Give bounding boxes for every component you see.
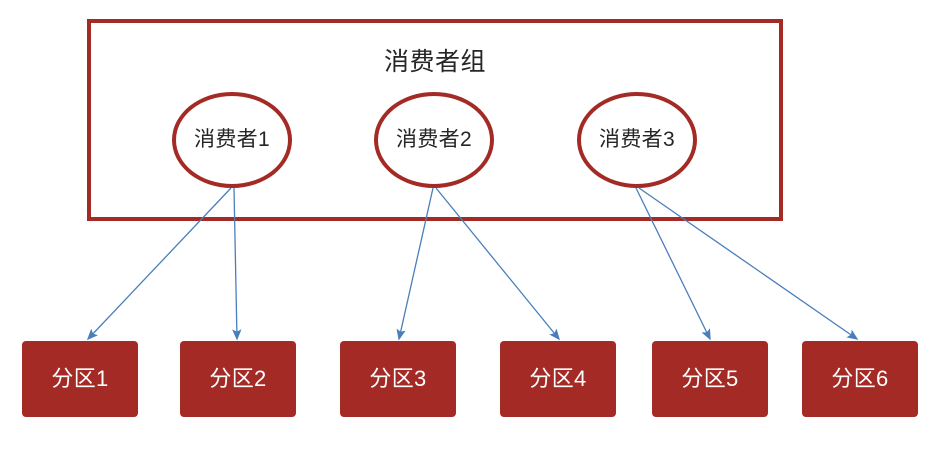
- consumer-node-2-label: 消费者2: [396, 128, 472, 151]
- partition-box-1[interactable]: 分区1: [22, 341, 138, 417]
- partition-box-3[interactable]: 分区3: [340, 341, 456, 417]
- partition-box-6[interactable]: 分区6: [802, 341, 918, 417]
- partition-box-4[interactable]: 分区4: [500, 341, 616, 417]
- partition-box-5[interactable]: 分区5: [652, 341, 768, 417]
- partition-box-6-label: 分区6: [831, 366, 889, 391]
- partition-box-1-label: 分区1: [51, 366, 109, 391]
- consumer-node-1-label: 消费者1: [194, 128, 270, 151]
- partition-box-2[interactable]: 分区2: [180, 341, 296, 417]
- consumer-node-3[interactable]: 消费者3: [577, 92, 697, 188]
- consumer-group-title: 消费者组: [383, 48, 486, 76]
- consumer-node-3-label: 消费者3: [599, 128, 675, 151]
- partition-box-4-label: 分区4: [529, 366, 587, 391]
- partition-box-3-label: 分区3: [369, 366, 427, 391]
- partition-box-2-label: 分区2: [209, 366, 267, 391]
- consumer-node-2[interactable]: 消费者2: [374, 92, 494, 188]
- partition-box-5-label: 分区5: [681, 366, 739, 391]
- consumer-node-1[interactable]: 消费者1: [172, 92, 292, 188]
